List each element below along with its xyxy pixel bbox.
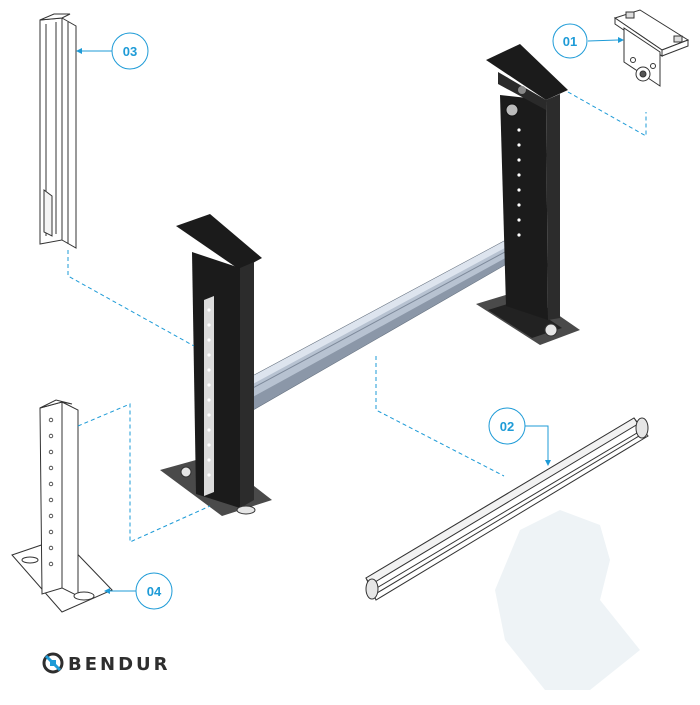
callout-02-label: 02 [500, 419, 514, 434]
assembled-left-leg [160, 214, 272, 516]
callout-04: 04 [104, 572, 173, 610]
callout-01-label: 01 [563, 34, 577, 49]
part-03-upright-profile [39, 13, 77, 249]
assembly-guide-lines [67, 91, 647, 543]
callout-03: 03 [76, 32, 149, 70]
callout-03-label: 03 [123, 44, 137, 59]
part-04-base-upright [11, 399, 113, 613]
part-04-hole-pattern [48, 417, 54, 567]
column-hole-pattern [207, 128, 521, 477]
bendur-logo-icon [42, 652, 64, 674]
assembled-right-leg [476, 44, 580, 345]
callout-02: 02 [488, 407, 551, 466]
callout-01: 01 [552, 23, 624, 59]
part-01-top-bracket [613, 9, 690, 87]
assembled-cross-beam [235, 236, 523, 416]
brand-name: BENDUR [68, 654, 171, 675]
part-02-cross-beam-profile [365, 417, 649, 601]
callout-04-label: 04 [147, 584, 162, 599]
brand-logo: BENDUR [42, 652, 171, 675]
watermark-logo [495, 510, 640, 690]
